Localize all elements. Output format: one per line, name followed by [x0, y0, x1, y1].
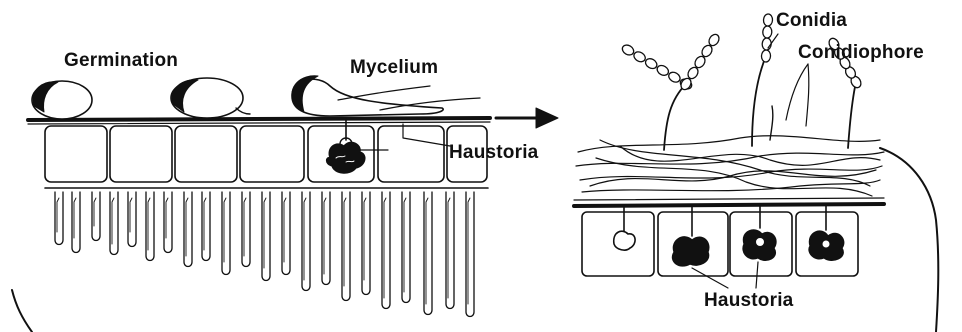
palisade-cell-texture [148, 198, 150, 250]
palisade-cell [202, 192, 210, 261]
palisade-cell [242, 192, 250, 267]
epidermal-cells-left [45, 126, 487, 182]
palisade-cell [72, 192, 80, 253]
palisade-cell [184, 192, 192, 267]
palisade-cell-texture [166, 198, 168, 238]
label-haustoria-right: Haustoria [704, 290, 793, 312]
palisade-cell-texture [57, 198, 59, 232]
spore-germinating-2 [171, 78, 250, 118]
palisade-cell-texture [112, 198, 114, 244]
spore-germinating-1 [32, 81, 92, 119]
palisade-cell [466, 192, 474, 317]
mycelial-mat [576, 136, 884, 196]
palisade-cell [322, 192, 330, 285]
palisade-cell-texture [94, 198, 96, 226]
palisade-cell-texture [130, 198, 132, 232]
palisade-cell-texture [284, 198, 286, 262]
label-conidia: Conidia [776, 10, 847, 32]
palisade-cell [302, 192, 310, 291]
palisade-cell [446, 192, 454, 309]
label-mycelium: Mycelium [350, 57, 438, 79]
conidium [762, 38, 772, 50]
palisade-cell [342, 192, 350, 301]
palisade-cell [402, 192, 410, 303]
label-haustoria-left: Haustoria [449, 142, 538, 164]
palisade-cell-texture [244, 198, 246, 256]
palisade-cell-texture [344, 198, 346, 286]
palisade-cell [424, 192, 432, 315]
palisade-cell-texture [384, 198, 386, 298]
palisade-cell-texture [264, 198, 266, 268]
palisade-cell-texture [426, 198, 428, 304]
label-conidiophore: Conidiophore [798, 42, 924, 64]
palisade-cell-texture [404, 198, 406, 292]
palisade-cell-texture [324, 198, 326, 274]
palisade-cell [382, 192, 390, 309]
palisade-cell-texture [224, 198, 226, 262]
label-germination: Germination [64, 50, 178, 72]
palisade-cell-texture [468, 198, 470, 304]
palisade-cell [282, 192, 290, 275]
conidium [762, 26, 772, 38]
progression-arrow [496, 108, 558, 128]
palisade-cell-texture [204, 198, 206, 250]
conidium [655, 63, 670, 77]
palisade-cell-texture [364, 198, 366, 280]
palisade-cell-texture [74, 198, 76, 238]
conidium [632, 50, 647, 64]
palisade-cell [222, 192, 230, 275]
conidium [621, 43, 636, 57]
palisade-cell [362, 192, 370, 295]
palisade-cell-texture [304, 198, 306, 280]
palisade-cell [262, 192, 270, 281]
palisade-cell [128, 192, 136, 247]
conidium [667, 70, 682, 84]
conidium [761, 50, 771, 62]
palisade-cell-texture [448, 198, 450, 298]
palisade-cell [146, 192, 154, 261]
palisade-cell [164, 192, 172, 253]
palisade-cell [55, 192, 63, 245]
palisade-cell [110, 192, 118, 255]
conidium [644, 57, 659, 71]
conidium [763, 14, 773, 26]
spore-germinating-3 [292, 76, 480, 116]
leaf-section-left [12, 76, 490, 332]
palisade-cells [55, 192, 474, 317]
palisade-cell-texture [186, 198, 188, 256]
palisade-cell [92, 192, 100, 241]
